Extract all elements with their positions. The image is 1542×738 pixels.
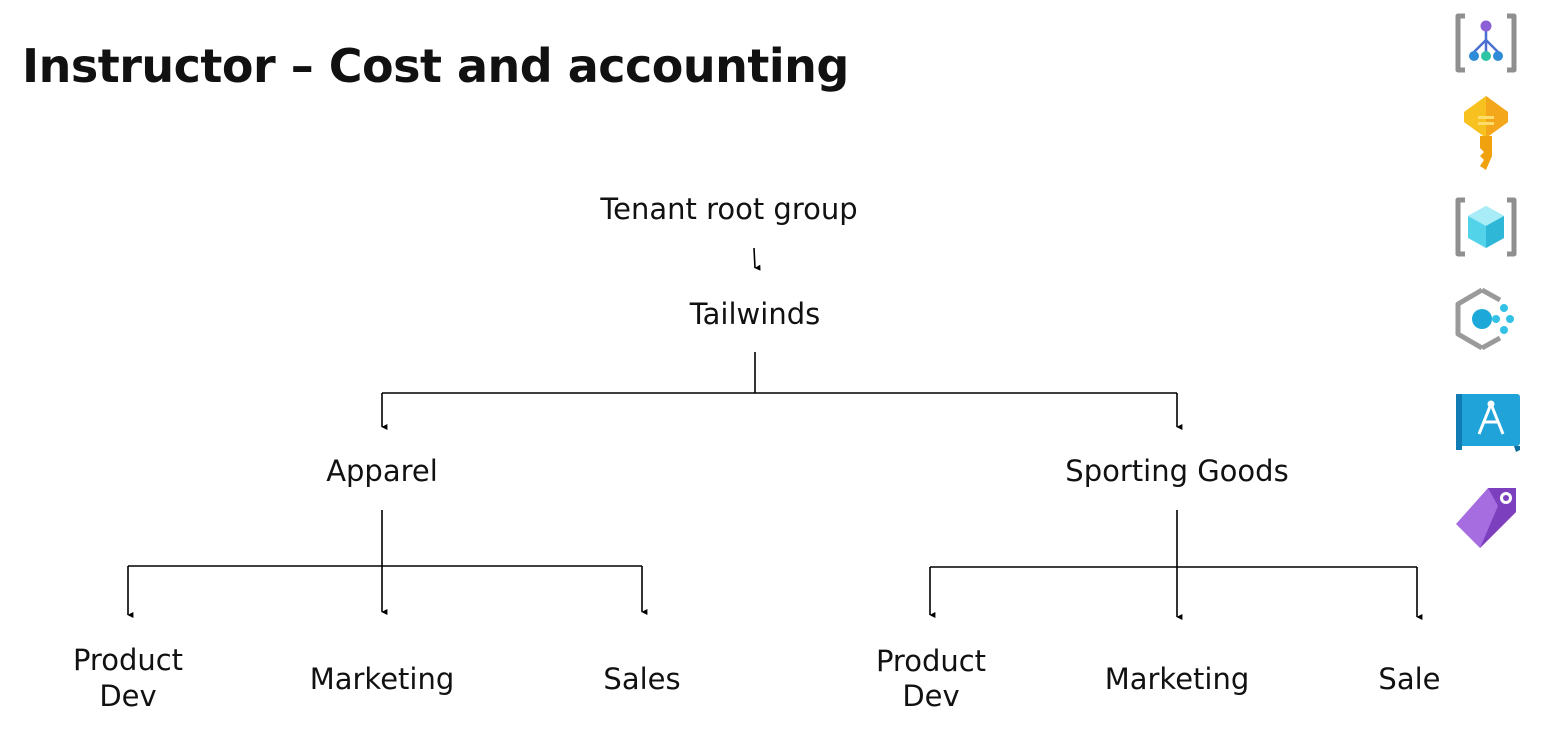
blueprint-icon (1448, 386, 1524, 462)
node-sporting-marketing: Marketing (1105, 662, 1250, 696)
node-apparel-sales: Sales (603, 662, 680, 696)
node-sporting-product-dev-line1: Product (876, 644, 986, 678)
edge-sporting-goods-children (929, 510, 1423, 620)
hierarchy-diagram: Tenant root group Tailwinds Apparel Spor… (73, 192, 1440, 713)
resource-group-cube-icon (1448, 194, 1524, 270)
icon-rail (1448, 8, 1524, 568)
node-sporting-product-dev: Product Dev (876, 644, 986, 713)
tag-icon (1448, 482, 1524, 558)
node-apparel-product-dev-line1: Product (73, 643, 183, 677)
node-sporting-goods: Sporting Goods (1065, 454, 1288, 488)
page-title: Instructor – Cost and accounting (22, 39, 849, 93)
node-sporting-product-dev-line2: Dev (902, 679, 959, 713)
edge-apparel-children (127, 510, 648, 618)
hexagon-dots-icon (1448, 286, 1524, 362)
node-tenant-root-group: Tenant root group (599, 192, 857, 226)
node-apparel-product-dev-line2: Dev (99, 679, 156, 713)
node-apparel-marketing: Marketing (310, 662, 455, 696)
edge-tailwinds-children (381, 352, 1183, 430)
node-tailwinds: Tailwinds (689, 297, 820, 331)
edge-root-tailwinds (753, 247, 761, 271)
management-groups-icon (1448, 8, 1524, 84)
node-apparel: Apparel (326, 454, 438, 488)
key-icon (1448, 94, 1524, 170)
node-apparel-product-dev: Product Dev (73, 643, 183, 713)
node-sporting-sales: Sales (1378, 662, 1440, 696)
